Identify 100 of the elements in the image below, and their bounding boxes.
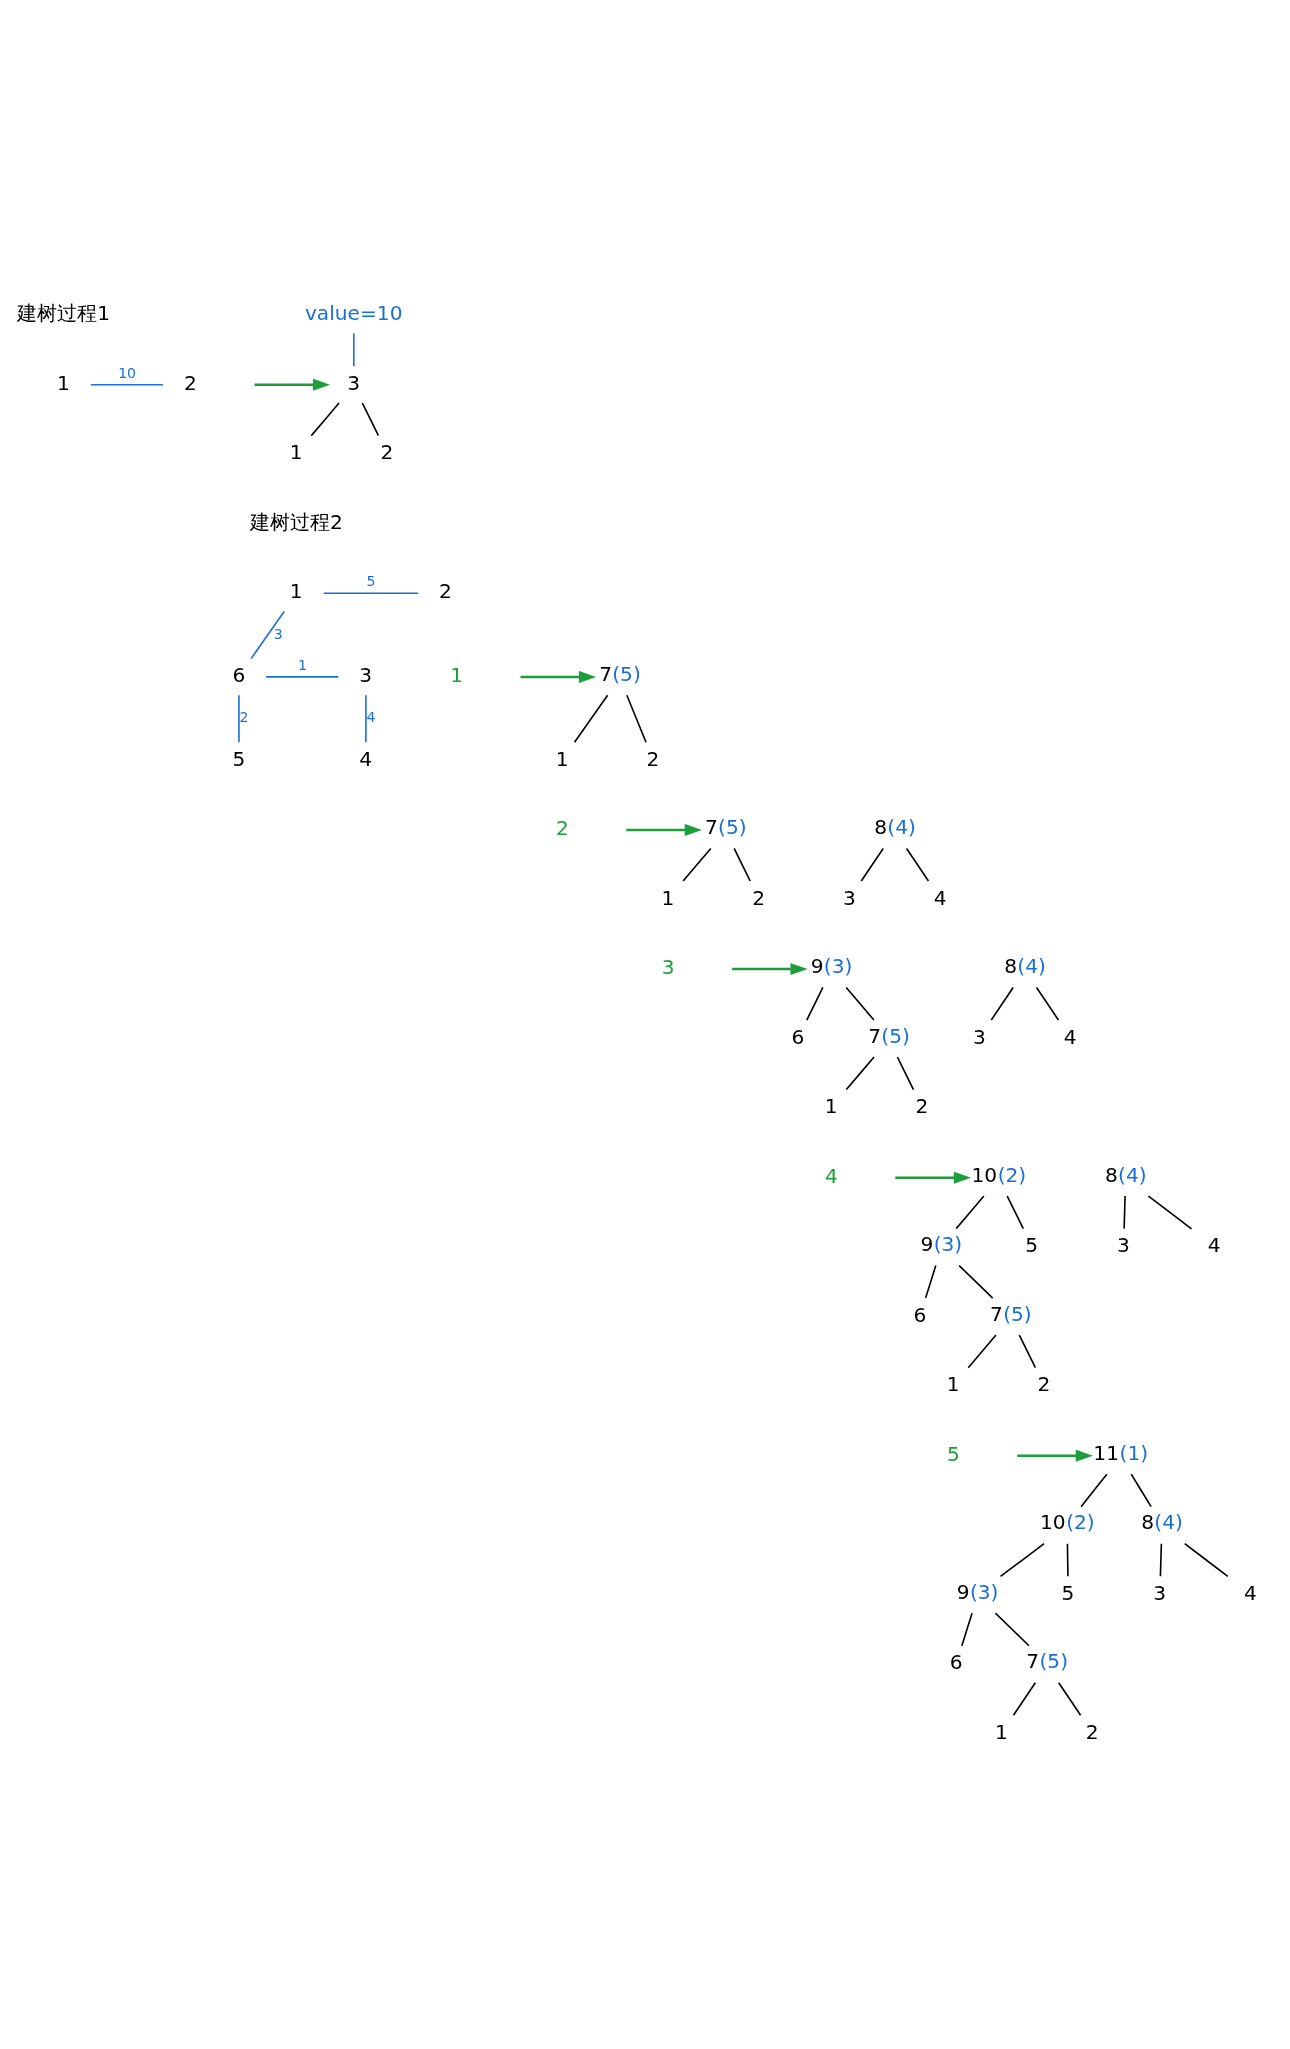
connector xyxy=(1123,1195,1126,1230)
node-text: 6 xyxy=(791,1024,805,1049)
connector xyxy=(1006,1195,1025,1230)
label: 4 xyxy=(824,1163,838,1188)
node-text: 8(4) xyxy=(874,815,916,840)
node-text: 4 xyxy=(933,885,947,910)
node-text: 1 xyxy=(946,1372,960,1397)
node-text: 8(4) xyxy=(1104,1162,1147,1187)
node-text: 4 xyxy=(1063,1024,1077,1049)
node-text: 4 xyxy=(1244,1580,1257,1605)
connector xyxy=(961,1612,973,1647)
node-text: 2 xyxy=(438,579,452,604)
edge-label: 1 xyxy=(297,657,307,674)
node-text: 5 xyxy=(1025,1233,1039,1258)
node-text: 4 xyxy=(1207,1233,1221,1258)
node-text: 7(5) xyxy=(599,661,641,686)
node-text: 5 xyxy=(232,746,246,771)
node-text: 1 xyxy=(57,370,70,395)
node-text: 8(4) xyxy=(1141,1510,1183,1535)
connector xyxy=(1018,1334,1037,1369)
connector xyxy=(905,847,930,882)
node-text: 10(2) xyxy=(1039,1510,1095,1535)
node-text: 2 xyxy=(1037,1372,1051,1397)
connector xyxy=(806,986,824,1021)
connector xyxy=(1080,1473,1108,1508)
node-text: 11(1) xyxy=(1093,1440,1149,1465)
arrow xyxy=(1017,1449,1093,1462)
connector xyxy=(1130,1473,1152,1508)
node-text: 3 xyxy=(842,885,856,910)
connector xyxy=(955,1195,985,1230)
edge-label: 5 xyxy=(366,573,376,590)
node-text: 3 xyxy=(347,370,361,395)
connector xyxy=(90,383,164,386)
connector xyxy=(361,402,380,437)
connector xyxy=(1147,1195,1193,1230)
connector xyxy=(1159,1542,1163,1578)
edge-label: 2 xyxy=(239,709,249,726)
edge-label: 3 xyxy=(273,625,283,642)
connector xyxy=(1012,1681,1037,1717)
arrow xyxy=(626,824,702,837)
node-text: 8(4) xyxy=(1004,954,1046,979)
connector xyxy=(845,986,875,1021)
connector xyxy=(958,1264,994,1299)
node-text: 2 xyxy=(752,885,766,910)
label: 建树过程2 xyxy=(249,509,343,534)
arrow xyxy=(254,378,331,391)
node-text: 6 xyxy=(949,1650,963,1675)
node-text: 3 xyxy=(1117,1233,1130,1258)
connector xyxy=(860,847,884,882)
node-text: 3 xyxy=(1153,1580,1167,1605)
node-text: 2 xyxy=(1085,1719,1099,1744)
connector xyxy=(845,1056,875,1091)
node-text: 1 xyxy=(289,579,303,604)
connector xyxy=(896,1056,915,1091)
connector xyxy=(238,694,240,744)
arrow xyxy=(520,670,597,683)
arrow xyxy=(732,963,808,976)
arrow xyxy=(895,1171,971,1184)
label: 5 xyxy=(946,1441,960,1466)
node-text: 2 xyxy=(380,440,394,465)
node-text: 3 xyxy=(972,1024,986,1049)
connector xyxy=(733,847,751,882)
connector xyxy=(967,1334,997,1369)
connector xyxy=(1035,986,1060,1021)
node-text: 7(5) xyxy=(1026,1649,1068,1674)
node-text: 9(3) xyxy=(920,1232,963,1257)
connector xyxy=(994,1612,1030,1647)
connector xyxy=(265,676,340,678)
node-text: 3 xyxy=(359,662,373,687)
node-text: 1 xyxy=(824,1094,838,1119)
label: 1 xyxy=(450,662,463,687)
connector xyxy=(990,986,1014,1021)
node-text: 6 xyxy=(913,1302,927,1327)
node-text: 7(5) xyxy=(990,1301,1032,1326)
node-text: 2 xyxy=(915,1094,929,1119)
connector xyxy=(1066,1542,1069,1578)
node-text: 7(5) xyxy=(704,815,747,840)
node-text: 2 xyxy=(184,370,197,395)
connector xyxy=(250,610,285,660)
edge-label: 10 xyxy=(118,364,137,381)
node-text: 9(3) xyxy=(956,1579,999,1604)
node-text: 2 xyxy=(646,746,660,771)
connector xyxy=(999,1542,1045,1578)
node-text: 9(3) xyxy=(810,954,853,979)
connector xyxy=(924,1264,937,1299)
edge-label: 4 xyxy=(366,709,376,726)
node-text: 1 xyxy=(995,1719,1008,1744)
connector xyxy=(1057,1681,1082,1717)
connector xyxy=(365,694,367,744)
node-text: value=10 xyxy=(304,301,403,326)
label: 3 xyxy=(661,955,675,980)
connector xyxy=(682,847,712,882)
node-text: 1 xyxy=(289,440,303,465)
node-text: 5 xyxy=(1061,1580,1075,1605)
label: 2 xyxy=(555,816,569,841)
node-text: 4 xyxy=(359,746,373,771)
node-text: 6 xyxy=(232,662,246,687)
connector xyxy=(626,694,647,744)
connector xyxy=(573,694,609,744)
label: 建树过程1 xyxy=(17,301,111,326)
